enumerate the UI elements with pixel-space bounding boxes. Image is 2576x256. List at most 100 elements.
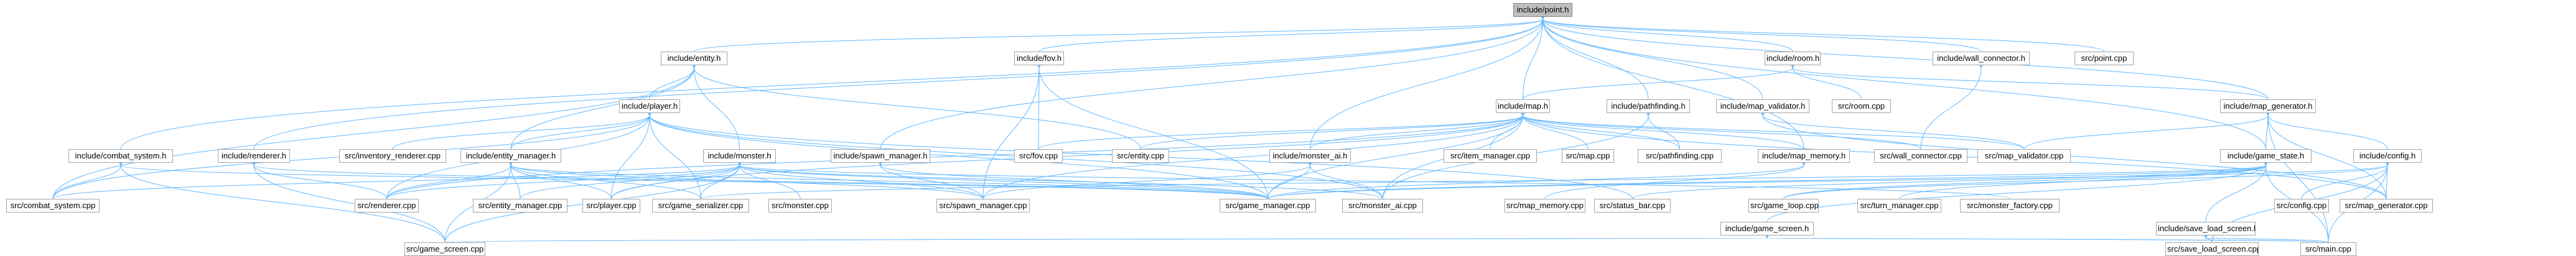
- node-monster-cpp[interactable]: src/monster.cpp: [768, 199, 832, 213]
- edge-map-h-to-spawnmgr-cpp: [982, 111, 1526, 199]
- edge-mapgen-h-to-mapvalidator-cpp: [2023, 111, 2271, 150]
- node-point-cpp[interactable]: src/point.cpp: [2074, 52, 2134, 65]
- node-gameloop-cpp[interactable]: src/game_loop.cpp: [1748, 199, 1819, 213]
- node-map-h[interactable]: include/map.h: [1496, 99, 1550, 113]
- node-entitymgr-cpp[interactable]: src/entity_manager.cpp: [473, 199, 567, 213]
- edge-renderer-h-to-gamemgr-cpp: [251, 160, 1268, 199]
- node-gameserializer-cpp[interactable]: src/game_serializer.cpp: [652, 199, 749, 213]
- node-room-h[interactable]: include/room.h: [1765, 52, 1821, 65]
- edge-room-h-to-room-cpp: [1790, 63, 1862, 100]
- node-spawnmgr-h[interactable]: include/spawn_manager.h: [831, 149, 930, 163]
- node-gamescreen-h[interactable]: include/game_screen.h: [1720, 222, 1814, 235]
- edge-point-to-mapgen-h: [1540, 14, 2269, 100]
- node-monsterai-cpp[interactable]: src/monster_ai.cpp: [1342, 199, 1423, 213]
- edge-gamestate-h-to-gameserializer-cpp: [700, 160, 2269, 199]
- edge-monster-h-to-monsterai-cpp: [737, 160, 1383, 199]
- edge-config-h-to-config-cpp: [2301, 160, 2391, 199]
- edge-point-to-renderer-h: [253, 14, 1546, 150]
- edge-map-h-to-monsterai-h: [1310, 111, 1526, 150]
- edge-map-h-to-mapvalidator-cpp: [1520, 111, 2025, 150]
- node-combat-h[interactable]: include/combat_system.h: [68, 149, 173, 163]
- edge-saveload-h-to-main-cpp: [2203, 233, 2329, 243]
- edge-spawnmgr-h-to-gamemgr-cpp: [877, 160, 1268, 199]
- node-player-h[interactable]: include/player.h: [619, 99, 680, 113]
- edge-entity-h-to-entity-cpp: [691, 63, 1141, 150]
- edge-combat-h-to-gamemgr-cpp: [118, 160, 1268, 199]
- edge-entitymgr-h-to-gameserializer-cpp: [508, 160, 701, 199]
- node-entity-cpp[interactable]: src/entity.cpp: [1112, 149, 1169, 163]
- edge-mapvalidator-h-to-mapgen-cpp: [1760, 111, 2387, 199]
- node-mapvalidator-h[interactable]: include/map_validator.h: [1716, 99, 1809, 113]
- edge-entity-h-to-entitymgr-h: [510, 63, 697, 150]
- node-spawnmgr-cpp[interactable]: src/spawn_manager.cpp: [936, 199, 1030, 213]
- node-monster-h[interactable]: include/monster.h: [703, 149, 776, 163]
- node-renderer-h[interactable]: include/renderer.h: [218, 149, 290, 163]
- edge-gamescreen-h-to-gamescreen-cpp: [444, 233, 1773, 243]
- node-entitymgr-h[interactable]: include/entity_manager.h: [460, 149, 561, 163]
- node-mapvalidator-cpp[interactable]: src/map_validator.cpp: [1977, 149, 2071, 163]
- node-mapgen-h[interactable]: include/map_generator.h: [2220, 99, 2316, 113]
- node-fov-cpp[interactable]: src/fov.cpp: [1014, 149, 1063, 163]
- node-renderer-cpp[interactable]: src/renderer.cpp: [355, 199, 419, 213]
- node-pathfinding-h[interactable]: include/pathfinding.h: [1607, 99, 1690, 113]
- node-monsterai-h[interactable]: include/monster_ai.h: [1269, 149, 1351, 163]
- edge-entity-h-to-player-h: [649, 63, 697, 100]
- edge-point-to-map-h: [1523, 14, 1546, 100]
- edge-gamestate-h-to-gamemgr-cpp: [1267, 160, 2269, 199]
- node-saveload-cpp[interactable]: src/save_load_screen.cpp: [2165, 242, 2259, 256]
- edge-monster-h-to-gamemgr-cpp: [737, 160, 1268, 199]
- edge-combat-h-to-combat-cpp: [52, 160, 124, 199]
- node-entity-h[interactable]: include/entity.h: [661, 52, 727, 65]
- edge-entitymgr-h-to-entitymgr-cpp: [508, 160, 521, 199]
- edge-room-h-to-mapgen-h: [1790, 63, 2269, 100]
- node-gamemgr-cpp[interactable]: src/game_manager.cpp: [1220, 199, 1316, 213]
- node-itemmgr-cpp[interactable]: src/item_manager.cpp: [1444, 149, 1537, 163]
- edge-map-h-to-entity-cpp: [1140, 111, 1526, 150]
- edge-point-to-room-h: [1540, 14, 1793, 52]
- node-gamestate-h[interactable]: include/game_state.h: [2220, 149, 2312, 163]
- node-combat-cpp[interactable]: src/combat_system.cpp: [6, 199, 100, 213]
- edge-spawnmgr-h-to-spawnmgr-cpp: [877, 160, 984, 199]
- node-room-cpp[interactable]: src/room.cpp: [1832, 99, 1891, 113]
- edge-map-h-to-pathfinding-cpp: [1520, 111, 1680, 150]
- node-player-cpp[interactable]: src/player.cpp: [582, 199, 640, 213]
- edge-entitymgr-h-to-spawnmgr-cpp: [508, 160, 984, 199]
- node-turnmgr-cpp[interactable]: src/turn_manager.cpp: [1857, 199, 1941, 213]
- edge-renderer-h-to-gamescreen-cpp: [251, 160, 446, 243]
- node-main-cpp[interactable]: src/main.cpp: [2300, 242, 2356, 256]
- node-invrenderer-cpp[interactable]: src/inventory_renderer.cpp: [339, 149, 446, 163]
- node-config-h[interactable]: include/config.h: [2353, 149, 2422, 163]
- edge-monsterai-h-to-gamemgr-cpp: [1267, 160, 1313, 199]
- node-saveload-h[interactable]: include/save_load_screen.h: [2156, 222, 2256, 235]
- edge-fov-h-to-gamemgr-cpp: [1036, 63, 1268, 199]
- edge-monster-h-to-entitymgr-cpp: [520, 160, 742, 199]
- edge-monsterai-h-to-spawnmgr-cpp: [982, 160, 1313, 199]
- node-mapmemory-h[interactable]: include/map_memory.h: [1758, 149, 1850, 163]
- node-pathfinding-cpp[interactable]: src/pathfinding.cpp: [1638, 149, 1722, 163]
- node-monsterfactory-cpp[interactable]: src/monster_factory.cpp: [1960, 199, 2060, 213]
- node-map-cpp[interactable]: src/map.cpp: [1562, 149, 1614, 163]
- node-fov-h[interactable]: include/fov.h: [1014, 52, 1064, 65]
- node-statusbar-cpp[interactable]: src/status_bar.cpp: [1594, 199, 1671, 213]
- node-mapgen-cpp[interactable]: src/map_generator.cpp: [2340, 199, 2433, 213]
- edge-entitymgr-h-to-player-cpp: [508, 160, 612, 199]
- node-wallconn-cpp[interactable]: src/wall_connector.cpp: [1874, 149, 1967, 163]
- edge-monster-h-to-player-cpp: [611, 160, 742, 199]
- edge-pathfinding-h-to-pathfinding-cpp: [1645, 111, 1680, 150]
- edge-point-to-mapmemory-h: [1540, 14, 1804, 150]
- edge-point-to-monsterai-h: [1310, 14, 1546, 150]
- edge-config-h-to-gameloop-cpp: [1783, 160, 2391, 199]
- edge-config-h-to-gamemgr-cpp: [1267, 160, 2391, 199]
- node-mapmemory-cpp[interactable]: src/map_memory.cpp: [1505, 199, 1585, 213]
- node-wallconn-h[interactable]: include/wall_connector.h: [1933, 52, 2030, 65]
- edge-mapgen-h-to-config-h: [2265, 111, 2388, 150]
- node-config-cpp[interactable]: src/config.cpp: [2274, 199, 2329, 213]
- edge-gamestate-h-to-gameloop-cpp: [1783, 160, 2269, 199]
- node-gamescreen-cpp[interactable]: src/game_screen.cpp: [404, 242, 485, 256]
- edge-wallconn-h-to-wallconn-cpp: [1920, 63, 1984, 150]
- edge-map-h-to-mapmemory-h: [1520, 111, 1804, 150]
- edge-room-h-to-map-h: [1523, 63, 1796, 100]
- edge-monsterai-h-to-monsterai-cpp: [1307, 160, 1383, 199]
- edge-entity-h-to-monster-h: [691, 63, 740, 150]
